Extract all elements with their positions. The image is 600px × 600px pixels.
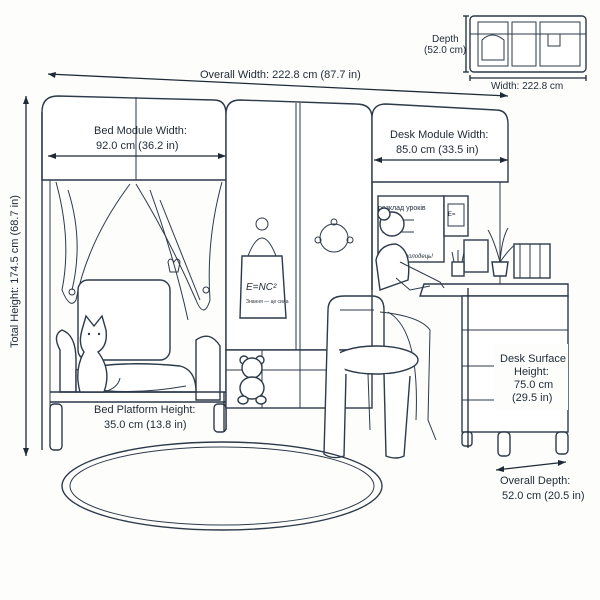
formula-text: E=NC² xyxy=(246,282,277,293)
formula-subtext: Знання — це сила xyxy=(246,299,289,305)
desk-surface-label-line2: Height: xyxy=(514,366,549,378)
bed-module xyxy=(41,95,227,451)
poster-subtitle: молодець! xyxy=(404,254,433,260)
bed-module-width-value: 92.0 cm (36.2 in) xyxy=(96,140,179,152)
girl-figure xyxy=(375,207,445,441)
book-organizer xyxy=(513,243,551,279)
teddy-bear xyxy=(237,355,267,405)
desk-surface-label-line1: Desk Surface xyxy=(500,353,566,365)
potted-plant xyxy=(491,261,509,277)
tote-bag xyxy=(239,255,287,319)
desk-chair xyxy=(323,295,419,459)
inset-width-label: Width: 222.8 cm xyxy=(491,81,563,92)
tooth-decal xyxy=(167,258,181,273)
total-height-label: Total Height: 174.5 cm (68.7 in) xyxy=(9,195,21,348)
overall-depth-value: 52.0 cm (20.5 in) xyxy=(502,490,585,502)
overall-depth-dimension-line xyxy=(495,461,567,471)
round-rug xyxy=(61,441,383,531)
overall-width-dimension-line xyxy=(47,73,509,97)
top-view-inset xyxy=(463,15,587,81)
pencil-cup xyxy=(451,261,465,277)
overall-width-label: Overall Width: 222.8 cm (87.7 in) xyxy=(200,69,361,81)
photo-frame xyxy=(463,239,489,273)
desk-surface-value-in: (29.5 in) xyxy=(512,392,552,404)
bed-platform-height-label: Bed Platform Height: xyxy=(94,404,196,416)
poster-title: розклад уроків xyxy=(378,204,426,212)
desk-module-width-label: Desk Module Width: xyxy=(390,129,488,141)
overall-depth-label: Overall Depth: xyxy=(500,475,570,487)
inset-depth-label: Depth xyxy=(432,34,459,45)
cat-figure xyxy=(77,314,121,393)
inset-depth-value: (52.0 cm) xyxy=(424,45,466,56)
bed-platform-height-value: 35.0 cm (13.8 in) xyxy=(104,419,187,431)
desk-module-width-value: 85.0 cm (33.5 in) xyxy=(396,144,479,156)
desk-surface-value-cm: 75.0 cm xyxy=(514,379,553,391)
bed-module-width-label: Bed Module Width: xyxy=(94,125,187,137)
svg-text:E=: E= xyxy=(448,212,456,218)
